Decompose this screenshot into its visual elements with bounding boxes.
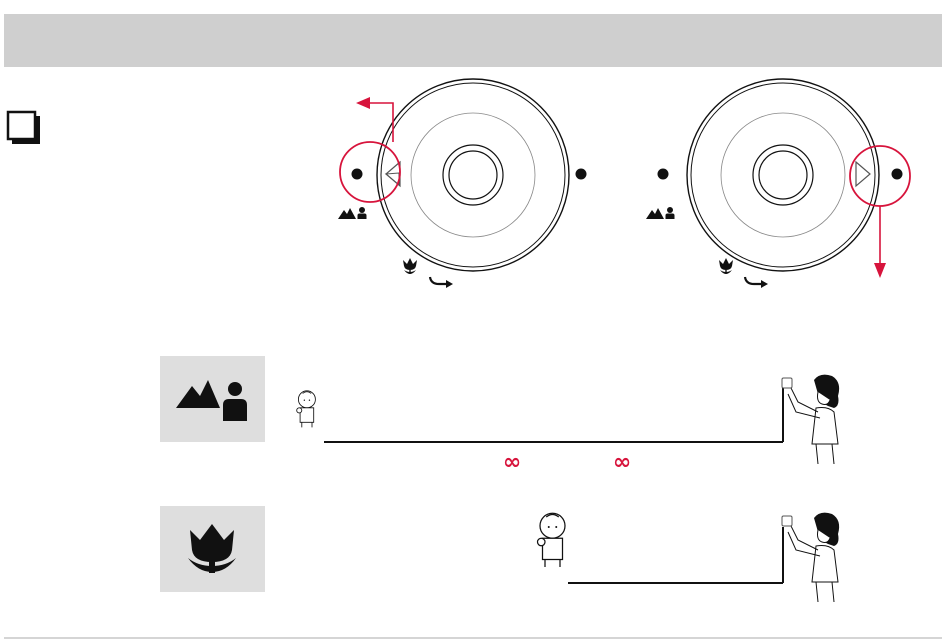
child-figure-icon bbox=[297, 391, 316, 428]
normal-range-scene: ∞ ∞ bbox=[297, 375, 839, 475]
bottom-divider bbox=[4, 637, 942, 639]
photographer-figure-icon bbox=[782, 375, 839, 464]
range-end-infinity: ∞ bbox=[613, 450, 631, 475]
macro-range-scene bbox=[538, 513, 840, 602]
photographer-figure-icon bbox=[782, 513, 839, 602]
child-figure-icon bbox=[538, 513, 566, 567]
range-start-infinity: ∞ bbox=[503, 450, 521, 475]
